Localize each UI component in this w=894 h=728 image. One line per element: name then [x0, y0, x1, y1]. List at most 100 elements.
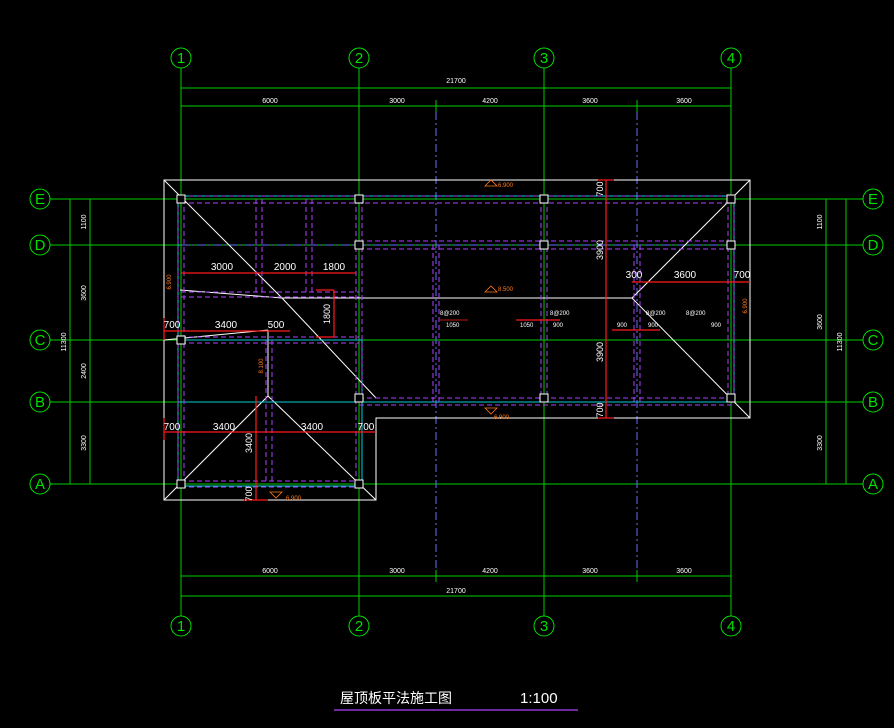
column	[176, 194, 186, 204]
dim-right-segment: 3300	[817, 435, 824, 451]
axis-label: D	[35, 237, 46, 254]
dim-right-segment: 3600	[817, 314, 824, 330]
column	[354, 479, 364, 489]
drawing-scale: 1:100	[520, 690, 558, 707]
red-dim: 700	[164, 320, 181, 331]
column	[726, 194, 736, 204]
slab-rebar-label: 8@200	[440, 311, 460, 317]
slab-rebar-dim: 900	[617, 323, 628, 329]
dim-top-segment: 3600	[676, 98, 692, 105]
axis-label: 4	[727, 618, 735, 635]
red-dimension-lines	[163, 179, 750, 501]
axis-label: 4	[727, 50, 735, 67]
slab-rebar-label: 8@200	[646, 311, 666, 317]
column	[539, 194, 549, 204]
axis-bubble-bottom-4	[720, 615, 742, 637]
secondary-axes	[181, 112, 731, 570]
red-dim: 700	[595, 181, 605, 196]
dim-bottom-segment: 3600	[676, 568, 692, 575]
axis-bubble-left-B	[29, 391, 51, 413]
red-dim: 3600	[674, 270, 697, 281]
red-dim: 700	[358, 422, 375, 433]
annotations: 6.900 8.500 6.900 6.900 6.900 8.100 6.90…	[167, 179, 749, 502]
elevation-label: 6.900	[494, 415, 510, 421]
red-dim: 700	[244, 486, 254, 501]
red-dim: 300	[626, 270, 643, 281]
dim-top-segment: 3600	[582, 98, 598, 105]
dimension-lines	[69, 87, 847, 597]
axis-label: E	[868, 191, 878, 208]
axis-label: 3	[540, 50, 548, 67]
title-block: 屋顶板平法施工图 1:100	[334, 690, 578, 711]
slab-rebar-dim: 900	[553, 323, 564, 329]
axis-bubble-top-2	[348, 47, 370, 69]
column	[354, 240, 364, 250]
red-dim: 3900	[595, 342, 605, 362]
axis-label: C	[868, 332, 879, 349]
axis-label: B	[35, 394, 45, 411]
axis-bubble-bottom-2	[348, 615, 370, 637]
axis-label: 1	[177, 618, 185, 635]
column	[354, 393, 364, 403]
axis-label: E	[35, 191, 45, 208]
elevation-label: 8.500	[498, 287, 514, 293]
dim-top-total: 21700	[446, 78, 466, 85]
dim-bottom-segment: 6000	[262, 568, 278, 575]
red-dim: 2000	[274, 262, 297, 273]
axis-label: 2	[355, 618, 363, 635]
dim-left-segment: 2400	[81, 363, 88, 379]
axis-label: C	[35, 332, 46, 349]
column	[726, 393, 736, 403]
elevation-label: 8.100	[259, 358, 265, 374]
drawing-title: 屋顶板平法施工图	[340, 691, 452, 707]
axis-bubble-top-3	[533, 47, 555, 69]
axis-bubble-right-B	[862, 391, 884, 413]
column	[726, 240, 736, 250]
axis-grid-lines	[50, 68, 864, 618]
dim-left-total: 11300	[61, 332, 68, 351]
axis-bubble-right-C	[862, 329, 884, 351]
red-dim: 3400	[244, 433, 254, 453]
dim-left-segment: 3300	[81, 435, 88, 451]
axis-label: 3	[540, 618, 548, 635]
slab-rebar-label: 8@200	[550, 311, 570, 317]
axis-bubbles: 1 2 3 4 1 2 3 4 E D C B A E D C B A	[29, 47, 884, 637]
axis-bubble-top-4	[720, 47, 742, 69]
elevation-label: 6.900	[167, 274, 173, 290]
dim-top-segment: 4200	[482, 98, 498, 105]
red-dim: 3400	[215, 320, 238, 331]
column	[354, 194, 364, 204]
columns	[176, 194, 736, 489]
axis-label: 1	[177, 50, 185, 67]
elevation-label: 6.900	[743, 298, 749, 314]
axis-bubble-right-E	[862, 188, 884, 210]
red-dim: 3400	[301, 422, 324, 433]
dim-top-segment: 3000	[389, 98, 405, 105]
column	[539, 393, 549, 403]
dim-left-segment: 1100	[81, 214, 88, 229]
slab-rebar-label: 8@200	[686, 311, 706, 317]
axis-bubble-right-A	[862, 473, 884, 495]
axis-bubble-bottom-1	[170, 615, 192, 637]
axis-label: A	[35, 476, 45, 493]
dimension-text: 21700 6000 3000 4200 3600 3600 6000 3000…	[61, 78, 844, 595]
slab-rebar-dim: 1050	[446, 323, 460, 329]
axis-label: D	[868, 237, 879, 254]
dim-top-segment: 6000	[262, 98, 278, 105]
axis-bubble-left-D	[29, 234, 51, 256]
dim-bottom-segment: 3600	[582, 568, 598, 575]
red-dim: 1800	[322, 304, 332, 324]
slab-rebar-dim: 900	[711, 323, 722, 329]
dim-right-segment: 1100	[817, 214, 824, 229]
axis-label: B	[868, 394, 878, 411]
axis-label: 2	[355, 50, 363, 67]
red-dim: 700	[595, 402, 605, 417]
axis-bubble-left-A	[29, 473, 51, 495]
wall-lines	[177, 195, 735, 487]
dim-left-segment: 3600	[81, 285, 88, 301]
dim-right-total: 11300	[837, 332, 844, 351]
red-dim: 3900	[595, 240, 605, 260]
red-dim: 500	[268, 320, 285, 331]
